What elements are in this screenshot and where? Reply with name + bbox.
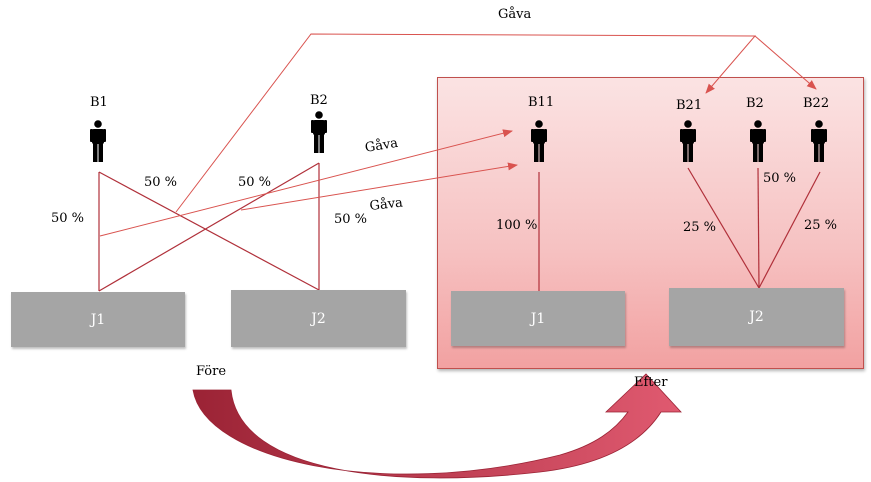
line-b21-j2 [687, 167, 760, 289]
person-label-b2-after: B2 [746, 96, 764, 111]
phase-label-before: Före [196, 364, 227, 379]
line-b22-j2 [758, 171, 821, 289]
gift-arrow-middle-2 [240, 162, 518, 211]
percent-label-b1-j2: 50 % [144, 175, 178, 190]
company-box-j1-after: J1 [451, 291, 625, 346]
gift-arrow-top [175, 33, 757, 213]
gift-label-top: Gåva [498, 7, 532, 22]
line-b2-j2-after [757, 167, 760, 289]
person-icon-b11 [531, 120, 547, 162]
person-icon-b21 [680, 120, 696, 162]
percent-label-b2-j2-after: 50 % [763, 171, 797, 186]
line-b2-j1 [98, 162, 320, 292]
company-box-j2-after: J2 [669, 288, 844, 346]
person-icon-b22 [811, 120, 827, 162]
gift-arrow-middle-1 [99, 129, 513, 237]
transition-arrow [192, 373, 682, 479]
percent-label-b11-j1: 100 % [496, 218, 538, 233]
percent-label-b2-j2: 50 % [334, 212, 368, 227]
person-label-b21: B21 [676, 98, 703, 113]
person-icon-b2-before [311, 111, 327, 153]
person-label-b22: B22 [803, 96, 830, 111]
person-label-b1: B1 [90, 95, 108, 110]
person-icon-b2-after [750, 120, 766, 162]
person-icon-b1 [90, 120, 106, 162]
person-label-b2-before: B2 [310, 93, 328, 108]
phase-label-after: Efter [634, 375, 668, 390]
gift-label-middle-2: Gåva [368, 195, 404, 214]
percent-label-b1-j1: 50 % [51, 211, 85, 226]
gift-arrow-top-right [754, 35, 817, 90]
percent-label-b2-j1: 50 % [238, 175, 272, 190]
percent-label-b22-j2: 25 % [804, 218, 838, 233]
percent-label-b21-j2: 25 % [683, 220, 717, 235]
person-label-b11: B11 [528, 95, 555, 110]
company-box-j1-before: J1 [11, 292, 185, 347]
line-b1-j2 [98, 171, 320, 291]
company-box-j2-before: J2 [231, 290, 406, 347]
